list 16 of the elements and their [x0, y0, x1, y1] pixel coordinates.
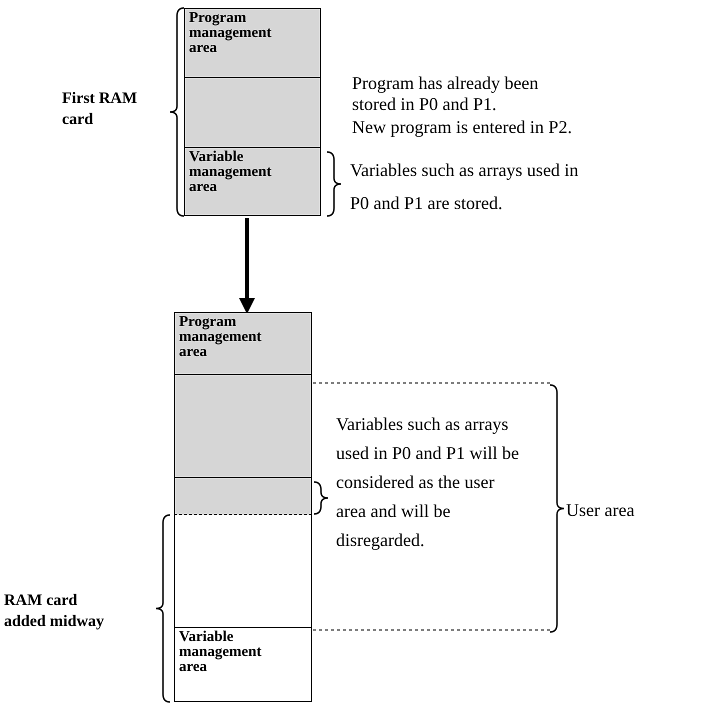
label: RAM card added midway [4, 591, 106, 632]
note-text: Variables such as arrays used in P0 and P1 will be considered as the user area and will be disregarded. [336, 413, 520, 552]
empty-memory-block [174, 515, 312, 628]
note-text: Program has already been stored in P0 and P1. [352, 73, 540, 115]
label: First RAM card [62, 89, 138, 130]
memory-area-block: Variable management area [174, 628, 312, 702]
empty-memory-block [184, 78, 321, 148]
memory-area-block: Program management area [184, 8, 321, 78]
memory-area-block: Program management area [174, 312, 312, 375]
memory-area-block: Variable management area [184, 148, 321, 216]
arrow [239, 218, 255, 314]
note-text: New program is entered in P2. [352, 117, 573, 138]
note-text: Variables such as arrays used in P0 and P1 are stored. [350, 159, 580, 215]
empty-memory-block [174, 375, 312, 478]
label: User area [566, 500, 636, 521]
empty-memory-block [174, 478, 312, 515]
